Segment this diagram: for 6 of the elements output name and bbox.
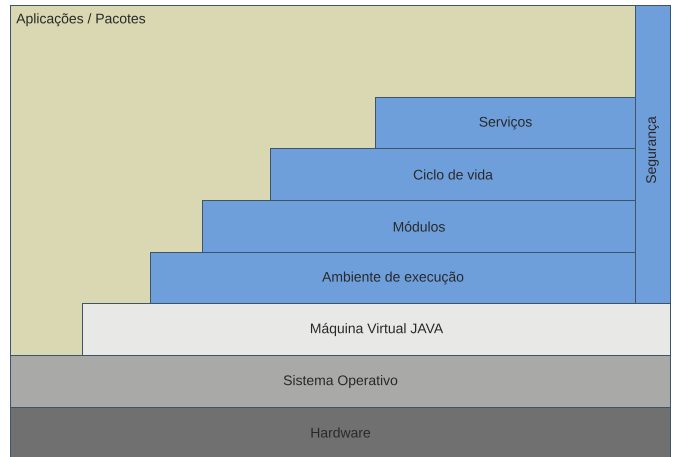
layer-box: Máquina Virtual JAVA: [82, 303, 671, 356]
layer-box: Serviços: [375, 97, 636, 149]
layer-box: Sistema Operativo: [10, 355, 671, 408]
layer-box: Ciclo de vida: [270, 148, 636, 201]
layer-box: Hardware: [10, 407, 671, 457]
vertical-layer-bar: Segurança: [635, 5, 671, 304]
